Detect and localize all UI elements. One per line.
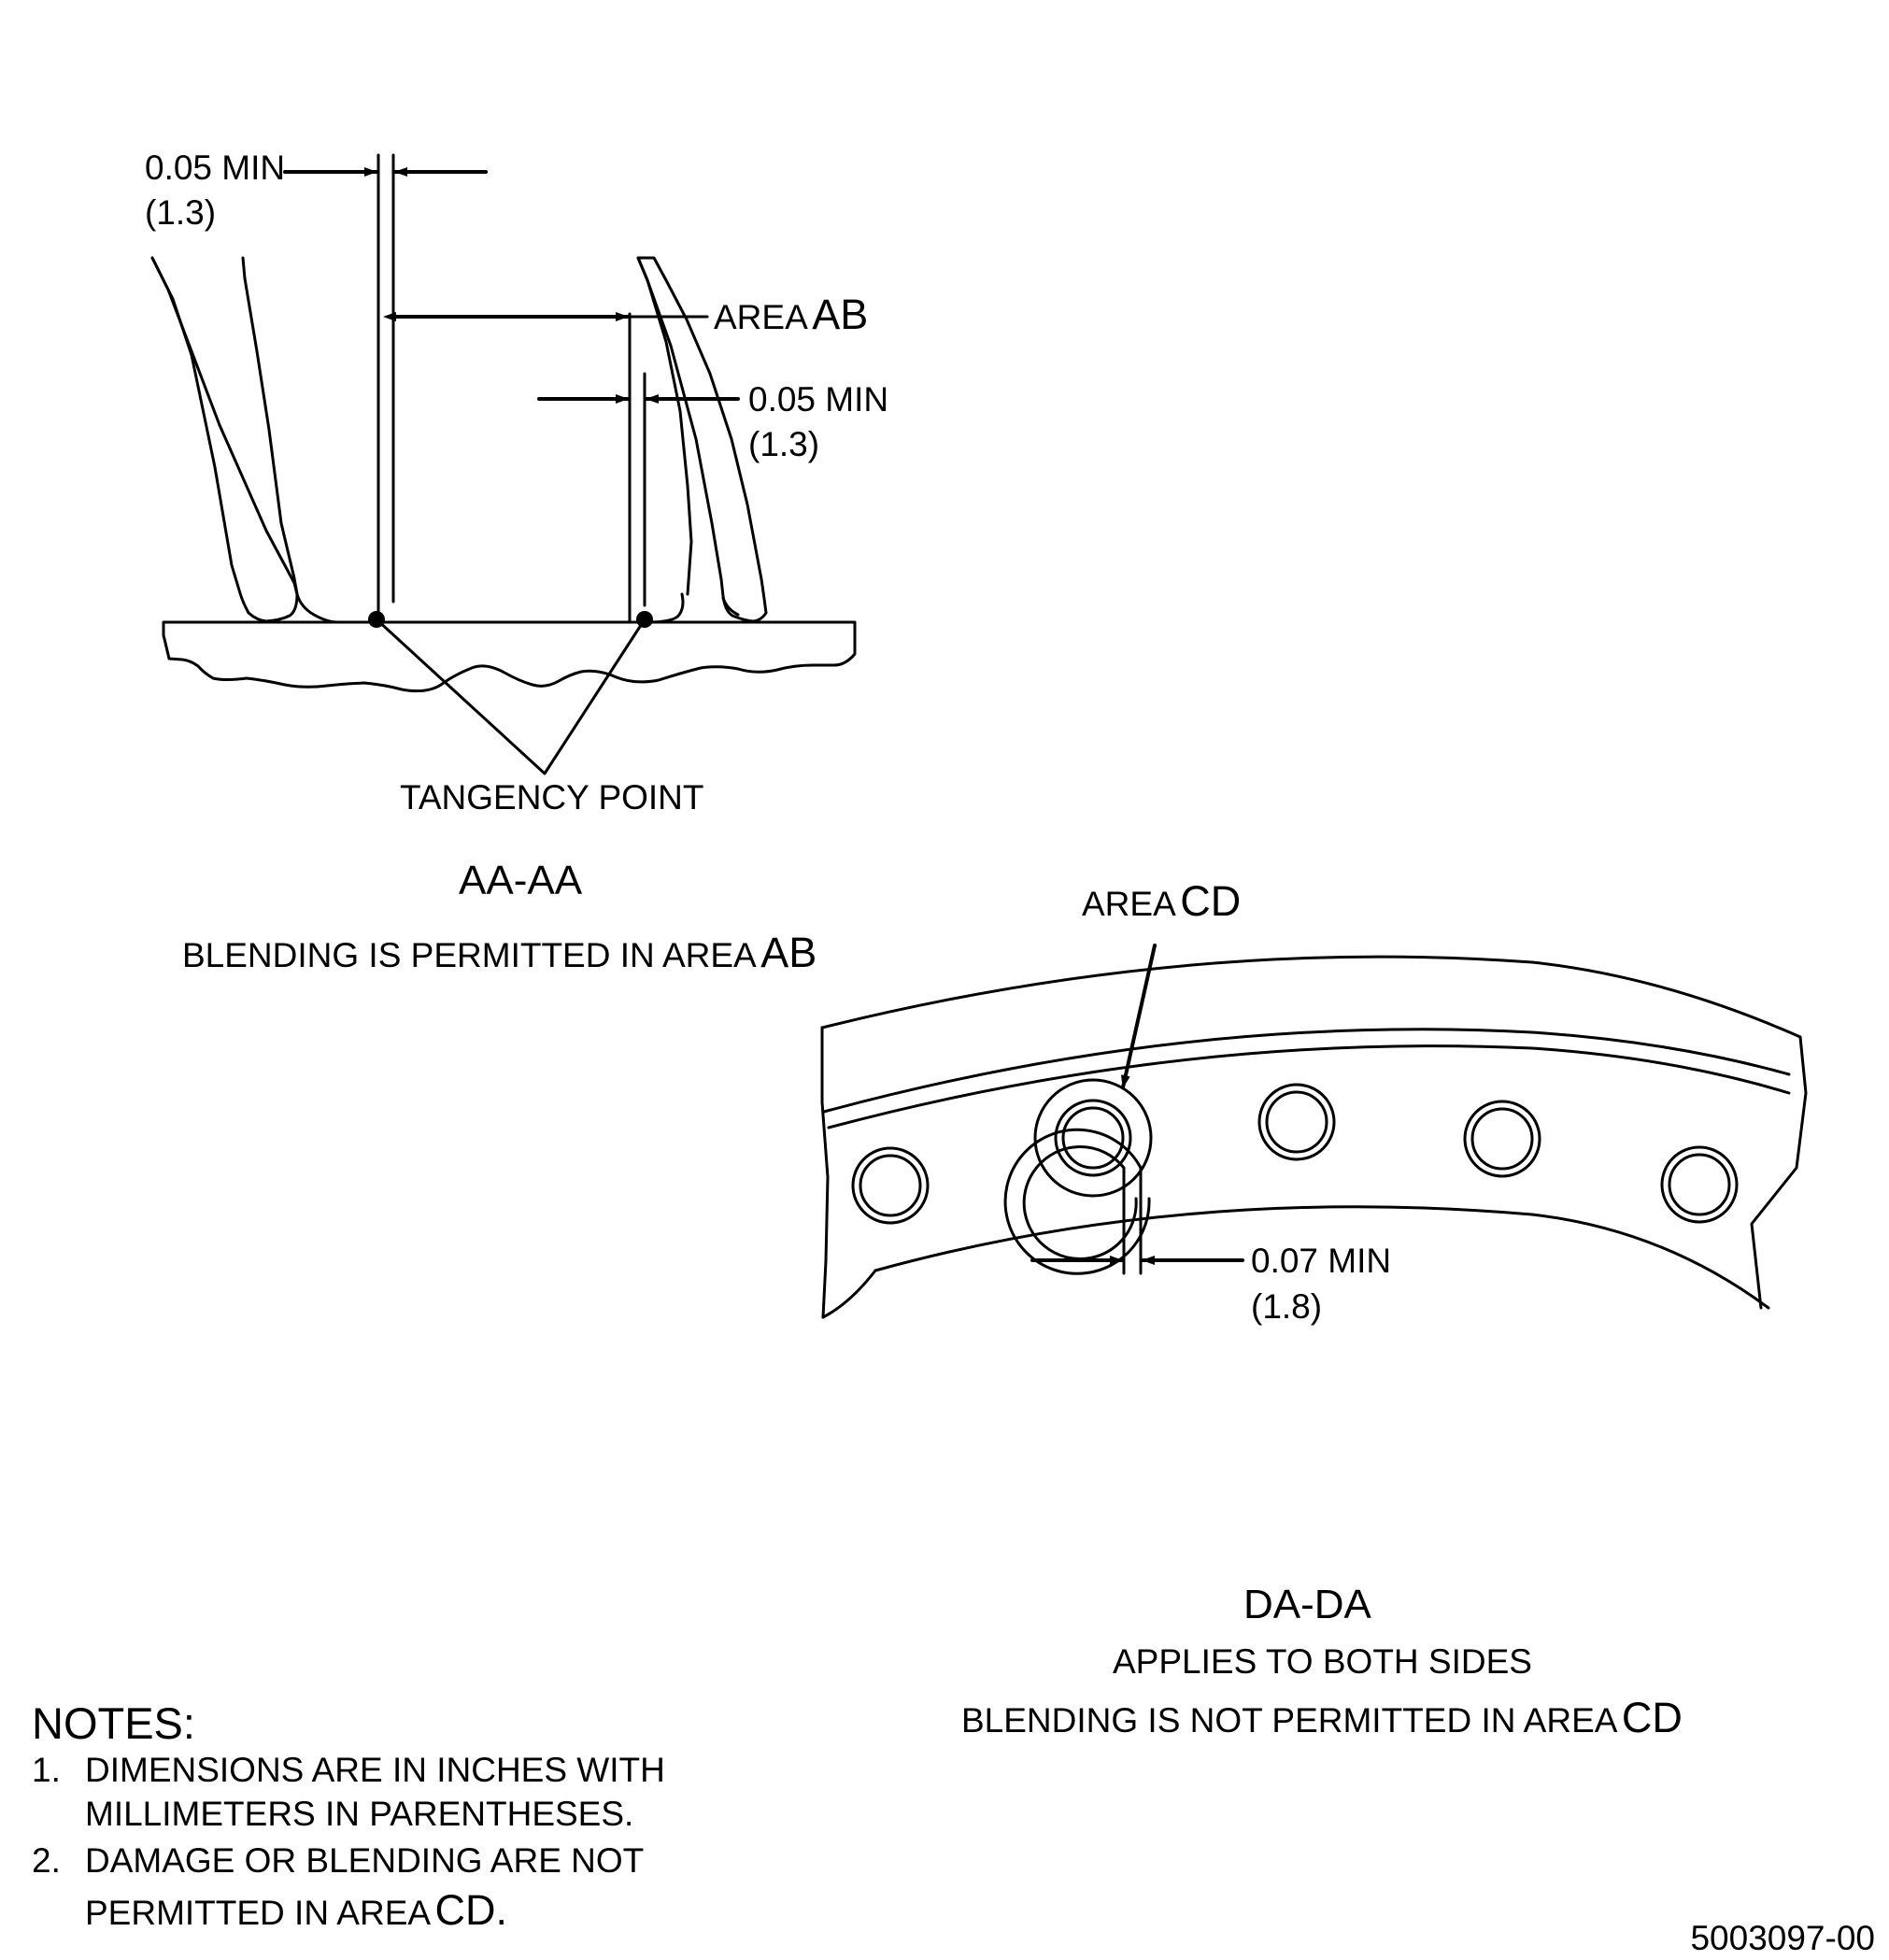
base-block <box>162 620 857 693</box>
note-number: 2. <box>32 1841 61 1880</box>
note-number: 1. <box>32 1751 61 1789</box>
section-da-subtitle: APPLIES TO BOTH SIDES <box>1113 1642 1532 1681</box>
bolt-hole <box>851 1146 930 1225</box>
note-2-line-2: PERMITTED IN AREA CD. <box>85 1886 507 1934</box>
dim-right-mm: (1.3) <box>748 425 819 463</box>
note-2-line-1: DAMAGE OR BLENDING ARE NOT <box>85 1841 644 1880</box>
area-cd-arrow <box>1120 944 1157 1089</box>
bolt-hole <box>1054 1099 1132 1177</box>
left-blade <box>150 256 299 623</box>
dim-cd-value: 0.07 MIN <box>1251 1242 1391 1280</box>
dim-top-value: 0.05 MIN <box>145 149 285 187</box>
area-cd-label: AREA CD <box>1082 877 1241 925</box>
section-da-drawing <box>820 944 1808 1319</box>
tangency-label: TANGENCY POINT <box>400 778 704 817</box>
section-aa-title: AA-AA <box>459 858 583 903</box>
notes-heading: NOTES: <box>32 1698 195 1748</box>
area-cd-ring <box>1003 1128 1151 1275</box>
figure-id: 5003097-00 <box>1690 1919 1875 1957</box>
bolt-hole <box>1660 1145 1739 1224</box>
bolt-holes <box>851 1083 1739 1225</box>
section-aa-drawing <box>150 153 857 775</box>
section-da-title: DA-DA <box>1243 1582 1372 1627</box>
bolt-hole <box>1257 1083 1336 1161</box>
tangency-leader <box>375 618 646 775</box>
left-blade-outline <box>150 256 299 596</box>
bolt-hole <box>1463 1100 1541 1178</box>
note-1-line-2: MILLIMETERS IN PARENTHESES. <box>85 1795 633 1833</box>
section-da-caption: BLENDING IS NOT PERMITTED IN AREA CD <box>961 1694 1683 1741</box>
dim-top-mm: (1.3) <box>145 193 216 232</box>
note-1-line-1: DIMENSIONS ARE IN INCHES WITH <box>85 1751 665 1789</box>
section-aa-caption: BLENDING IS PERMITTED IN AREA AB <box>182 929 817 976</box>
dim-right-value: 0.05 MIN <box>748 380 888 419</box>
area-ab-label: AREA AB <box>714 291 868 338</box>
dim-cd-mm: (1.8) <box>1251 1287 1322 1326</box>
